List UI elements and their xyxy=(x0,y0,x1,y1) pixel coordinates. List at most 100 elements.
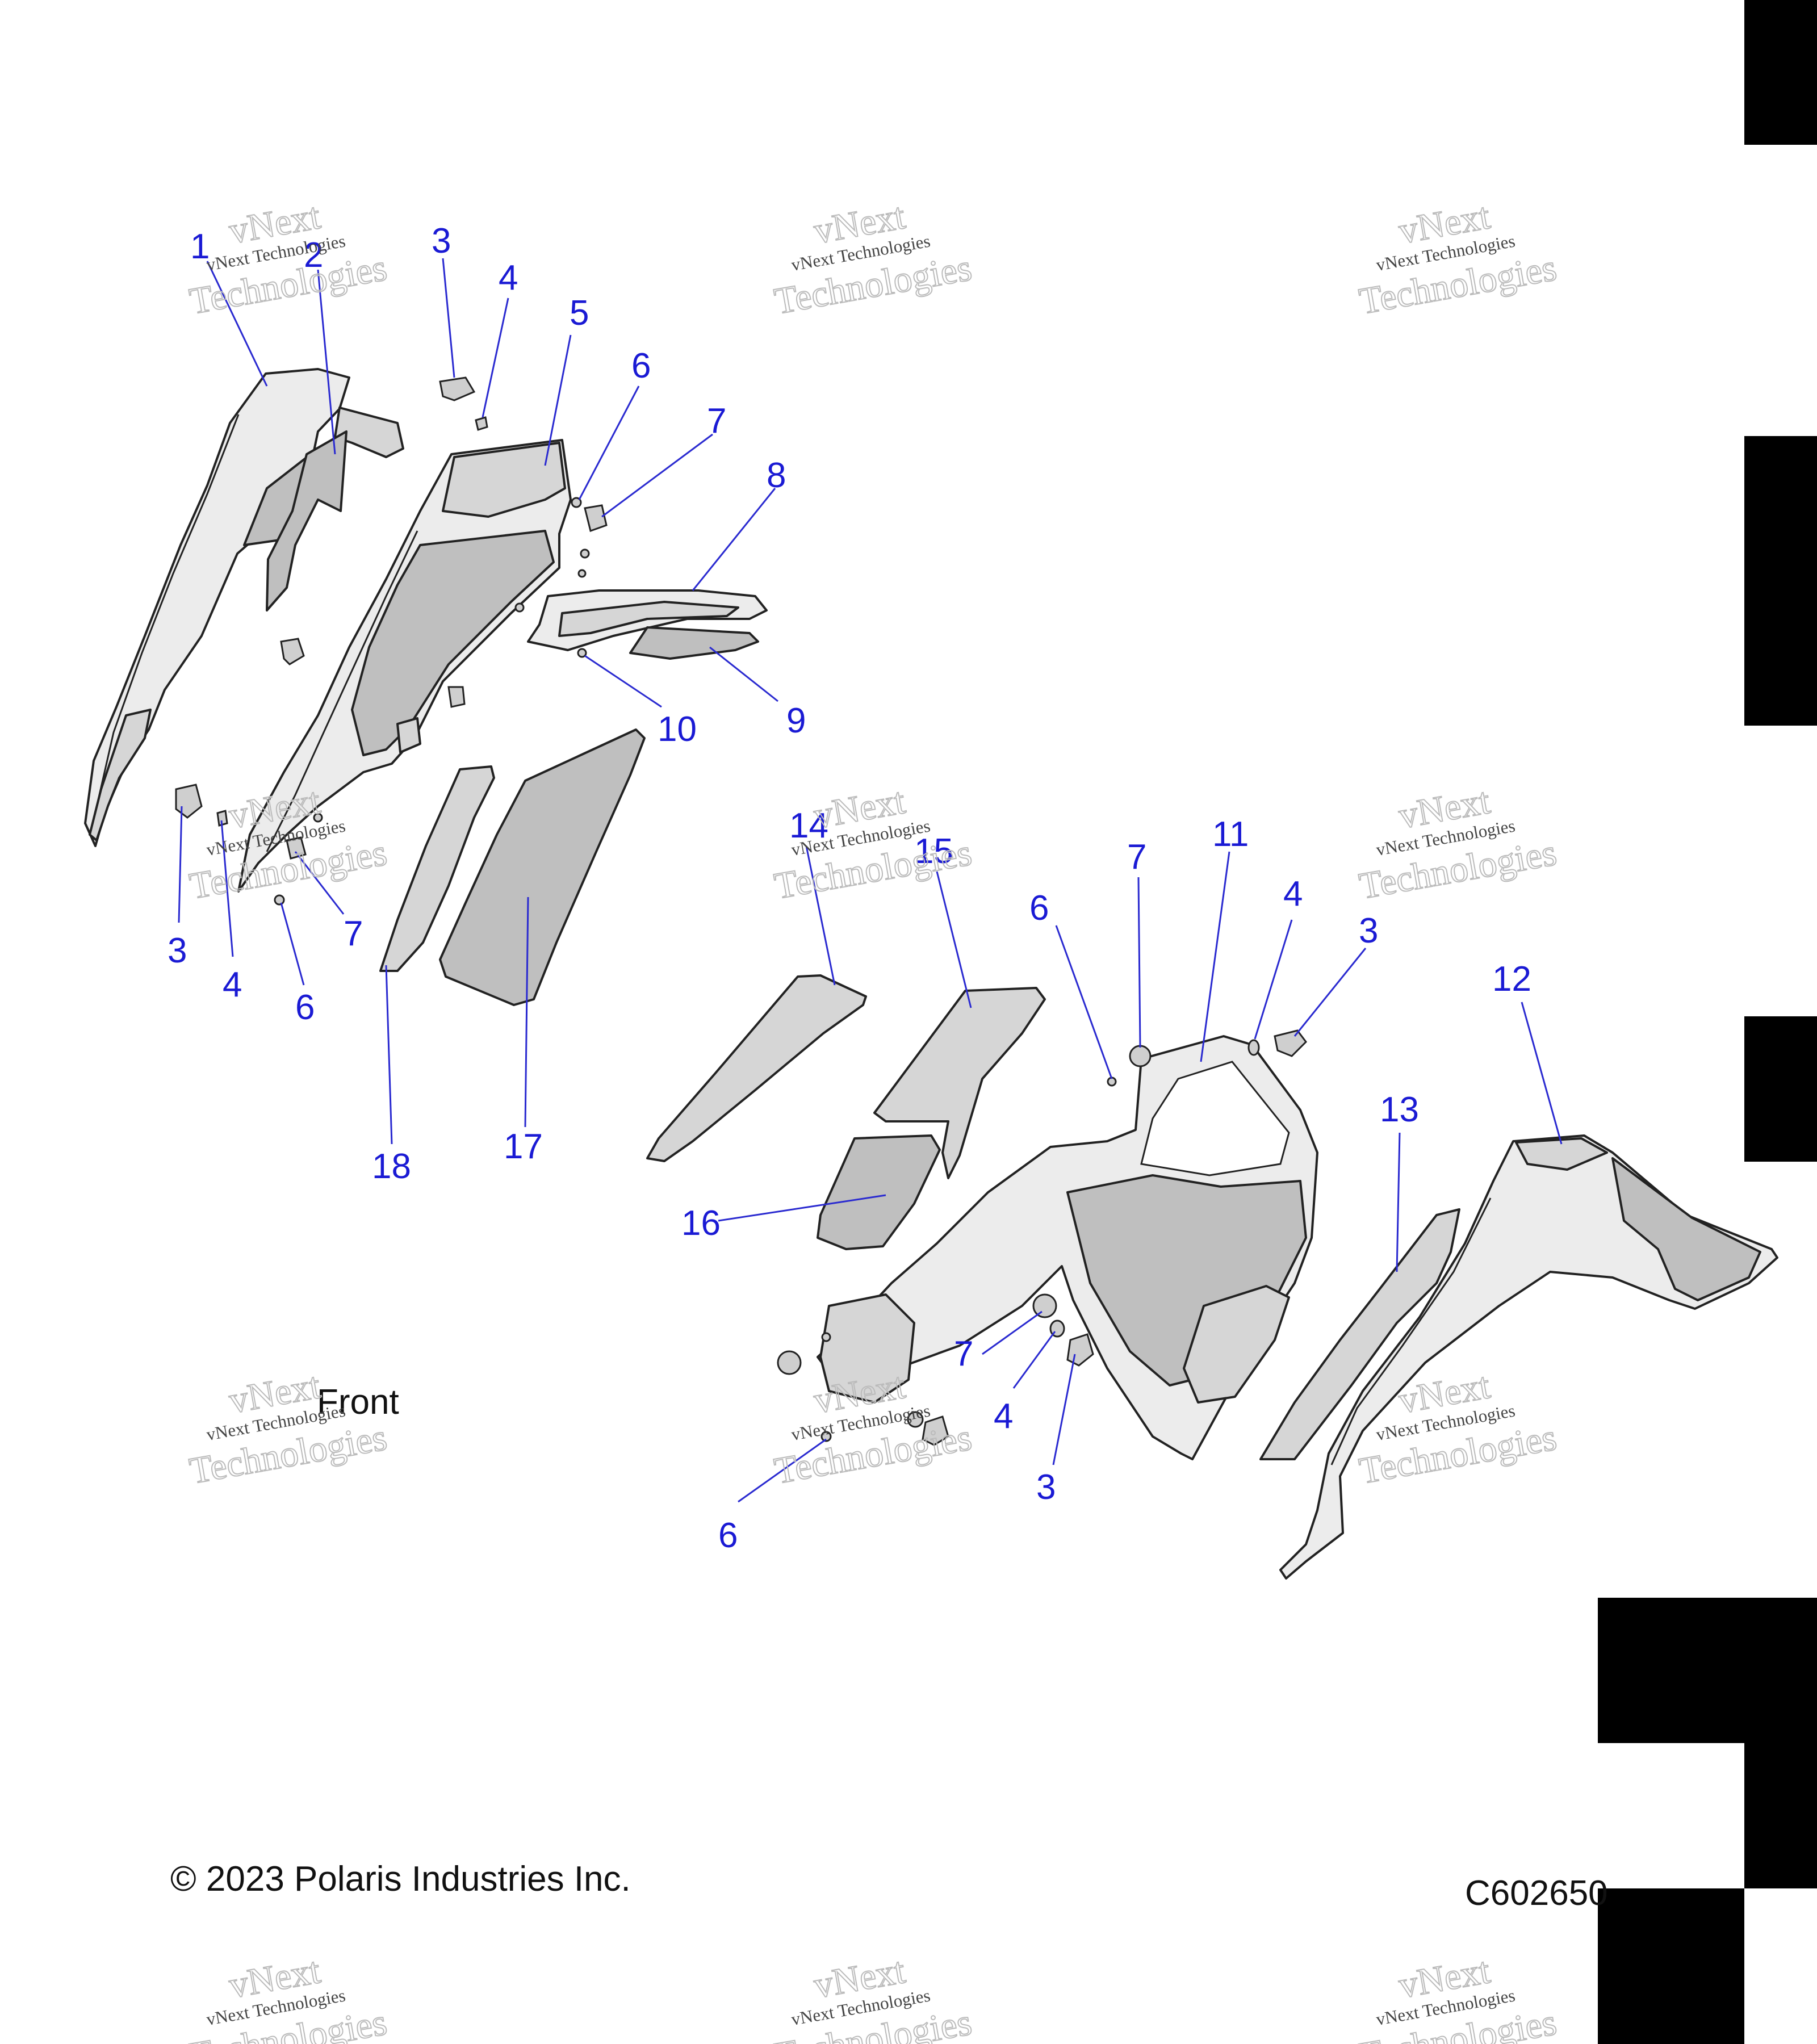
leader-4 xyxy=(482,298,509,418)
part-1-lower-tail xyxy=(89,709,152,841)
leader-1 xyxy=(206,261,268,387)
callout-17: 17 xyxy=(504,1127,543,1166)
hardware-4-washer xyxy=(216,810,228,827)
hardware-screw xyxy=(313,812,323,823)
leader-6d xyxy=(738,1438,827,1503)
part-2-inner-panel xyxy=(266,430,348,611)
leader-7d xyxy=(982,1310,1043,1355)
hardware-grommet xyxy=(777,1350,802,1375)
callout-7: 7 xyxy=(1127,837,1146,877)
leader-15 xyxy=(936,871,972,1008)
hardware-clip xyxy=(280,638,305,665)
leader-5 xyxy=(544,334,572,466)
index-tab xyxy=(1598,1598,1817,1743)
leader-18 xyxy=(385,965,393,1145)
callout-7: 7 xyxy=(344,914,363,953)
watermark: vNext vNext Technologies Technologies xyxy=(771,195,975,323)
hardware-screw xyxy=(514,602,525,613)
leader-3 xyxy=(442,258,455,378)
hardware-3-fastener xyxy=(1274,1029,1307,1057)
hardware-10-clip xyxy=(577,648,587,658)
index-tab xyxy=(1598,1888,1744,2044)
part-11-window xyxy=(1140,1061,1290,1176)
hardware-4-washer xyxy=(475,416,488,431)
part-5-tab xyxy=(396,717,421,753)
part-5-rail xyxy=(266,530,418,852)
callout-1: 1 xyxy=(190,227,210,266)
callout-7: 7 xyxy=(954,1334,973,1373)
part-1-edge xyxy=(98,414,240,795)
figure-code: C602650 xyxy=(1465,1874,1608,1913)
part-12-edge xyxy=(1330,1197,1492,1465)
leader-8 xyxy=(692,488,776,591)
callout-6: 6 xyxy=(631,346,651,386)
callout-10: 10 xyxy=(658,710,697,749)
callout-15: 15 xyxy=(914,832,953,871)
index-tab xyxy=(1744,436,1817,726)
watermark: vNext vNext Technologies Technologies xyxy=(771,1949,975,2044)
callout-18: 18 xyxy=(372,1147,411,1186)
callout-3: 3 xyxy=(1036,1468,1056,1507)
part-8-inner xyxy=(558,601,739,637)
callout-4: 4 xyxy=(1283,874,1303,914)
callout-16: 16 xyxy=(681,1204,721,1243)
callout-6: 6 xyxy=(1029,889,1049,928)
callout-6: 6 xyxy=(718,1516,738,1555)
callout-3: 3 xyxy=(1359,911,1378,950)
callout-3: 3 xyxy=(168,931,187,970)
copyright-text: © 2023 Polaris Industries Inc. xyxy=(170,1859,631,1899)
leader-7 xyxy=(601,433,713,518)
hardware-7-grommet xyxy=(584,504,608,532)
part-14-pad xyxy=(646,974,867,1162)
hardware-fastener xyxy=(922,1415,949,1446)
part-18-narrow-pad xyxy=(379,765,495,972)
callout-4: 4 xyxy=(223,965,242,1004)
watermark: vNext vNext Technologies Technologies xyxy=(771,1364,975,1493)
callout-4: 4 xyxy=(499,258,518,298)
leader-6 xyxy=(578,386,640,500)
part-13-panel xyxy=(1259,1208,1460,1460)
hardware-6-screw xyxy=(820,1431,832,1442)
callout-12: 12 xyxy=(1492,960,1531,999)
leader-12 xyxy=(1521,1002,1563,1145)
watermark: vNext vNext Technologies Technologies xyxy=(1355,780,1560,908)
watermark: vNext vNext Technologies Technologies xyxy=(186,780,390,908)
leader-10 xyxy=(584,655,662,708)
part-12-top xyxy=(1515,1137,1608,1171)
hardware-screw xyxy=(577,569,587,578)
hardware-3-fastener xyxy=(175,784,203,819)
hardware-screw xyxy=(580,548,590,559)
callout-14: 14 xyxy=(789,806,828,845)
callout-labels: 1 2 3 4 5 6 7 8 9 10 3 4 7 6 18 17 14 15… xyxy=(168,221,1531,1555)
hardware-7-grommet xyxy=(1032,1293,1057,1318)
hardware-clip xyxy=(447,686,466,708)
part-5-inner-face xyxy=(351,530,555,756)
watermark: vNext vNext Technologies Technologies xyxy=(186,1949,390,2044)
callout-13: 13 xyxy=(1380,1090,1419,1129)
leader-3d xyxy=(1052,1354,1076,1465)
part-5-top-edge xyxy=(442,442,566,518)
watermark: vNext vNext Technologies Technologies xyxy=(186,1364,390,1493)
leader-16 xyxy=(718,1194,886,1222)
callout-4: 4 xyxy=(994,1397,1013,1436)
leader-13 xyxy=(1396,1132,1401,1272)
callout-2: 2 xyxy=(304,236,323,275)
leader-4d xyxy=(1012,1331,1056,1389)
callout-5: 5 xyxy=(570,294,589,333)
front-label: Front xyxy=(317,1383,399,1422)
watermark: vNext vNext Technologies Technologies xyxy=(1355,195,1560,323)
hardware-7-grommet xyxy=(1129,1045,1152,1067)
part-9-lower-trim xyxy=(629,626,759,660)
callout-6: 6 xyxy=(295,988,315,1027)
callout-7: 7 xyxy=(707,401,726,441)
part-11-arm xyxy=(819,1293,915,1404)
leader-lines xyxy=(178,258,1563,1503)
leader-6b xyxy=(280,902,305,986)
leader-2 xyxy=(317,269,336,455)
hardware-4-washer xyxy=(1247,1039,1260,1056)
watermarks: vNext vNext Technologies Technologies vN… xyxy=(186,195,1560,2044)
hardware-3-fastener xyxy=(439,376,476,401)
index-tab xyxy=(1744,1016,1817,1162)
leader-17 xyxy=(524,897,529,1128)
